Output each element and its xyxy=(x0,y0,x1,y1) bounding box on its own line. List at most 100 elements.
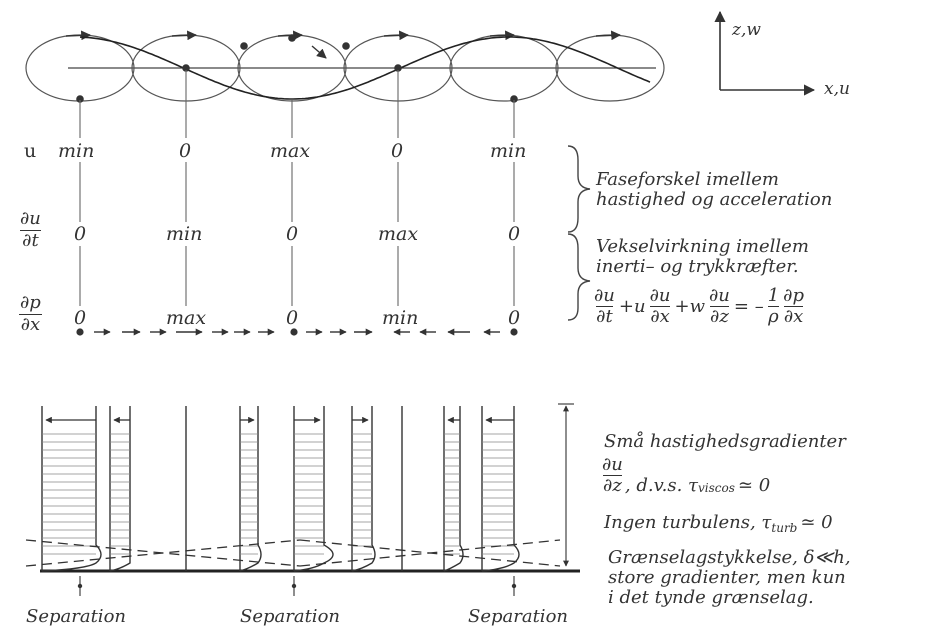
separation-dot xyxy=(77,583,83,589)
boundary-layer-edge xyxy=(25,539,301,567)
separation-label: Separation xyxy=(26,606,126,627)
dvs-text: , d.v.s. τ xyxy=(624,474,698,496)
u-value: min xyxy=(58,140,95,162)
dudz-note: ∂u ∂z , d.v.s. τ viscos ≃ 0 xyxy=(602,454,771,496)
velocity-profile-curve xyxy=(239,406,262,572)
orbit-arrow xyxy=(595,30,621,41)
velocity-profile-curve xyxy=(481,406,520,572)
dudt-value: max xyxy=(378,223,419,245)
eq-term-dpdx: ∂p∂x xyxy=(783,285,805,327)
u-value: 0 xyxy=(179,140,192,162)
particle-dot xyxy=(510,95,518,103)
u-value: min xyxy=(490,140,527,162)
phase-note-line: hastighed og acceleration xyxy=(596,189,833,211)
phase-note-line: Faseforskel imellem xyxy=(596,169,779,190)
dudz-denominator: ∂z xyxy=(603,474,622,496)
particle-dot xyxy=(182,64,190,72)
boundary-layer-note: Grænselagstykkelse, δ≪h, store gradiente… xyxy=(608,547,851,609)
pressure-force-arrows xyxy=(76,328,518,336)
wave-surface xyxy=(79,36,651,100)
eq-num: ∂u xyxy=(594,285,615,306)
orbit-arrow xyxy=(489,30,515,41)
eq-operator: +u xyxy=(618,296,646,318)
eq-term-dudx: ∂u∂x xyxy=(649,285,671,327)
particle-dot xyxy=(342,42,350,50)
x-axis-label: x,u xyxy=(824,79,850,99)
dudz-fraction: ∂u ∂z xyxy=(602,454,623,496)
eq-operator: +w xyxy=(674,296,706,318)
dpdx-value: max xyxy=(166,307,207,329)
row-label-dudt: ∂u ∂t xyxy=(18,208,43,251)
eq-den: ρ xyxy=(768,305,779,327)
separation-label: Separation xyxy=(240,606,340,627)
dudt-value: 0 xyxy=(74,223,87,245)
dpdx-denominator: ∂x xyxy=(18,313,43,335)
particle-markers xyxy=(76,34,518,103)
force-node-dot xyxy=(510,328,518,336)
dpdx-numerator: ∂p xyxy=(20,292,41,313)
orbit-arrow xyxy=(383,30,409,41)
column-connectors xyxy=(79,70,515,306)
boundary-layer-section xyxy=(25,403,580,596)
particle-dot xyxy=(76,95,84,103)
separation-dot xyxy=(511,583,517,589)
u-value: 0 xyxy=(391,140,404,162)
u-value: max xyxy=(270,140,311,162)
turb-tail: ≃ 0 xyxy=(800,512,833,533)
eq-num: ∂p xyxy=(783,285,805,306)
velocity-profiles xyxy=(41,406,520,572)
boundary-layer-edge xyxy=(299,539,561,567)
boundary-note-line: store gradienter, men kun xyxy=(608,567,846,589)
eq-operator: = – xyxy=(733,296,764,318)
phase-note: Faseforskel imellem hastighed og acceler… xyxy=(596,169,833,211)
dpdx-value: 0 xyxy=(508,307,521,329)
dudt-value: 0 xyxy=(286,223,299,245)
no-turbulence-note: Ingen turbulens, τturb≃ 0 xyxy=(604,512,833,535)
velocity-profile-curve xyxy=(351,406,376,572)
dudt-numerator: ∂u xyxy=(20,208,41,229)
eq-term-dudt: ∂u∂t xyxy=(594,285,615,327)
dudt-value: 0 xyxy=(508,223,521,245)
dudt-value: min xyxy=(166,223,203,245)
dpdx-value: min xyxy=(382,307,419,329)
orbit-arrow xyxy=(311,45,327,59)
eq-den: ∂x xyxy=(650,305,670,327)
brace-lower xyxy=(567,233,591,321)
eq-den: ∂x xyxy=(783,305,804,327)
interaction-note: Vekselvirkning imellem inerti– og trykkr… xyxy=(596,236,809,278)
interaction-note-line: Vekselvirkning imellem xyxy=(596,236,809,257)
coordinate-axes xyxy=(714,10,816,96)
velocity-profile-curve xyxy=(443,406,464,572)
viscos-subscript: viscos xyxy=(698,481,735,496)
viscos-tail: ≃ 0 xyxy=(737,474,771,496)
eq-num: ∂u xyxy=(709,285,730,306)
eq-term-dudz: ∂u∂z xyxy=(709,285,730,327)
particle-dot xyxy=(240,42,248,50)
row-label-dpdx: ∂p ∂x xyxy=(18,292,43,335)
particle-dot xyxy=(394,64,402,72)
boundary-note-line: Grænselagstykkelse, δ≪h, xyxy=(608,547,851,568)
separation-dot xyxy=(291,583,297,589)
boundary-note-line: i det tynde grænselag. xyxy=(608,587,814,609)
particle-dot xyxy=(288,34,296,42)
dudz-numerator: ∂u xyxy=(602,454,623,475)
separation-label: Separation xyxy=(468,606,568,627)
brace-upper xyxy=(567,145,591,233)
eq-num: 1 xyxy=(767,285,780,306)
z-axis-label: z,w xyxy=(732,20,761,40)
eq-num: ∂u xyxy=(649,285,671,306)
no-turb-text: Ingen turbulens, τ xyxy=(604,512,772,533)
velocity-profile-curve xyxy=(109,406,131,572)
row-label-u: u xyxy=(24,140,37,162)
orbit-arrow xyxy=(171,30,197,41)
braces xyxy=(567,145,591,321)
orbit-arrow xyxy=(65,30,91,41)
turb-subscript: turb xyxy=(771,521,798,535)
dudt-denominator: ∂t xyxy=(20,229,41,251)
interaction-note-line: inerti– og trykkræfter. xyxy=(596,256,799,278)
force-node-dot xyxy=(76,328,84,336)
